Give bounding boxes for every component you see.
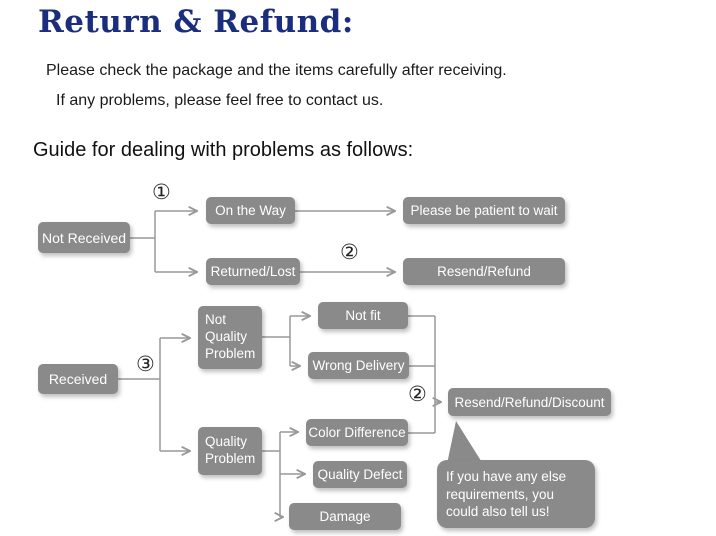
speech-bubble-note: If you have any else requirements, you c… [437, 460, 595, 528]
node-returned-lost: Returned/Lost [206, 258, 300, 285]
not-received-branch [130, 211, 394, 272]
node-quality-problem: Quality Problem [198, 427, 262, 475]
step-marker-1: ① [152, 181, 171, 204]
speech-bubble-tail [447, 421, 483, 464]
step-marker-2-top: ② [340, 241, 359, 264]
node-not-fit: Not fit [318, 302, 408, 329]
received-branch [118, 316, 309, 517]
convergence-branch [408, 315, 440, 434]
page-title: Return & Refund: [38, 4, 354, 40]
node-not-quality-problem: Not Quality Problem [198, 306, 262, 369]
intro-line-1: Please check the package and the items c… [46, 62, 507, 79]
node-resend-refund-discount: Resend/Refund/Discount [448, 388, 611, 416]
node-please-be-patient: Please be patient to wait [403, 197, 565, 224]
node-damage: Damage [289, 503, 401, 530]
step-marker-2-bottom: ② [408, 383, 427, 406]
node-wrong-delivery: Wrong Delivery [308, 352, 409, 379]
guide-heading: Guide for dealing with problems as follo… [33, 139, 414, 161]
intro-line-2: If any problems, please feel free to con… [56, 92, 384, 109]
step-marker-3: ③ [136, 353, 155, 376]
node-not-received: Not Received [38, 222, 130, 253]
node-color-difference: Color Difference [306, 419, 408, 446]
node-quality-defect: Quality Defect [313, 461, 407, 488]
node-received: Received [38, 364, 118, 394]
node-on-the-way: On the Way [206, 197, 295, 224]
node-resend-refund: Resend/Refund [403, 258, 565, 285]
